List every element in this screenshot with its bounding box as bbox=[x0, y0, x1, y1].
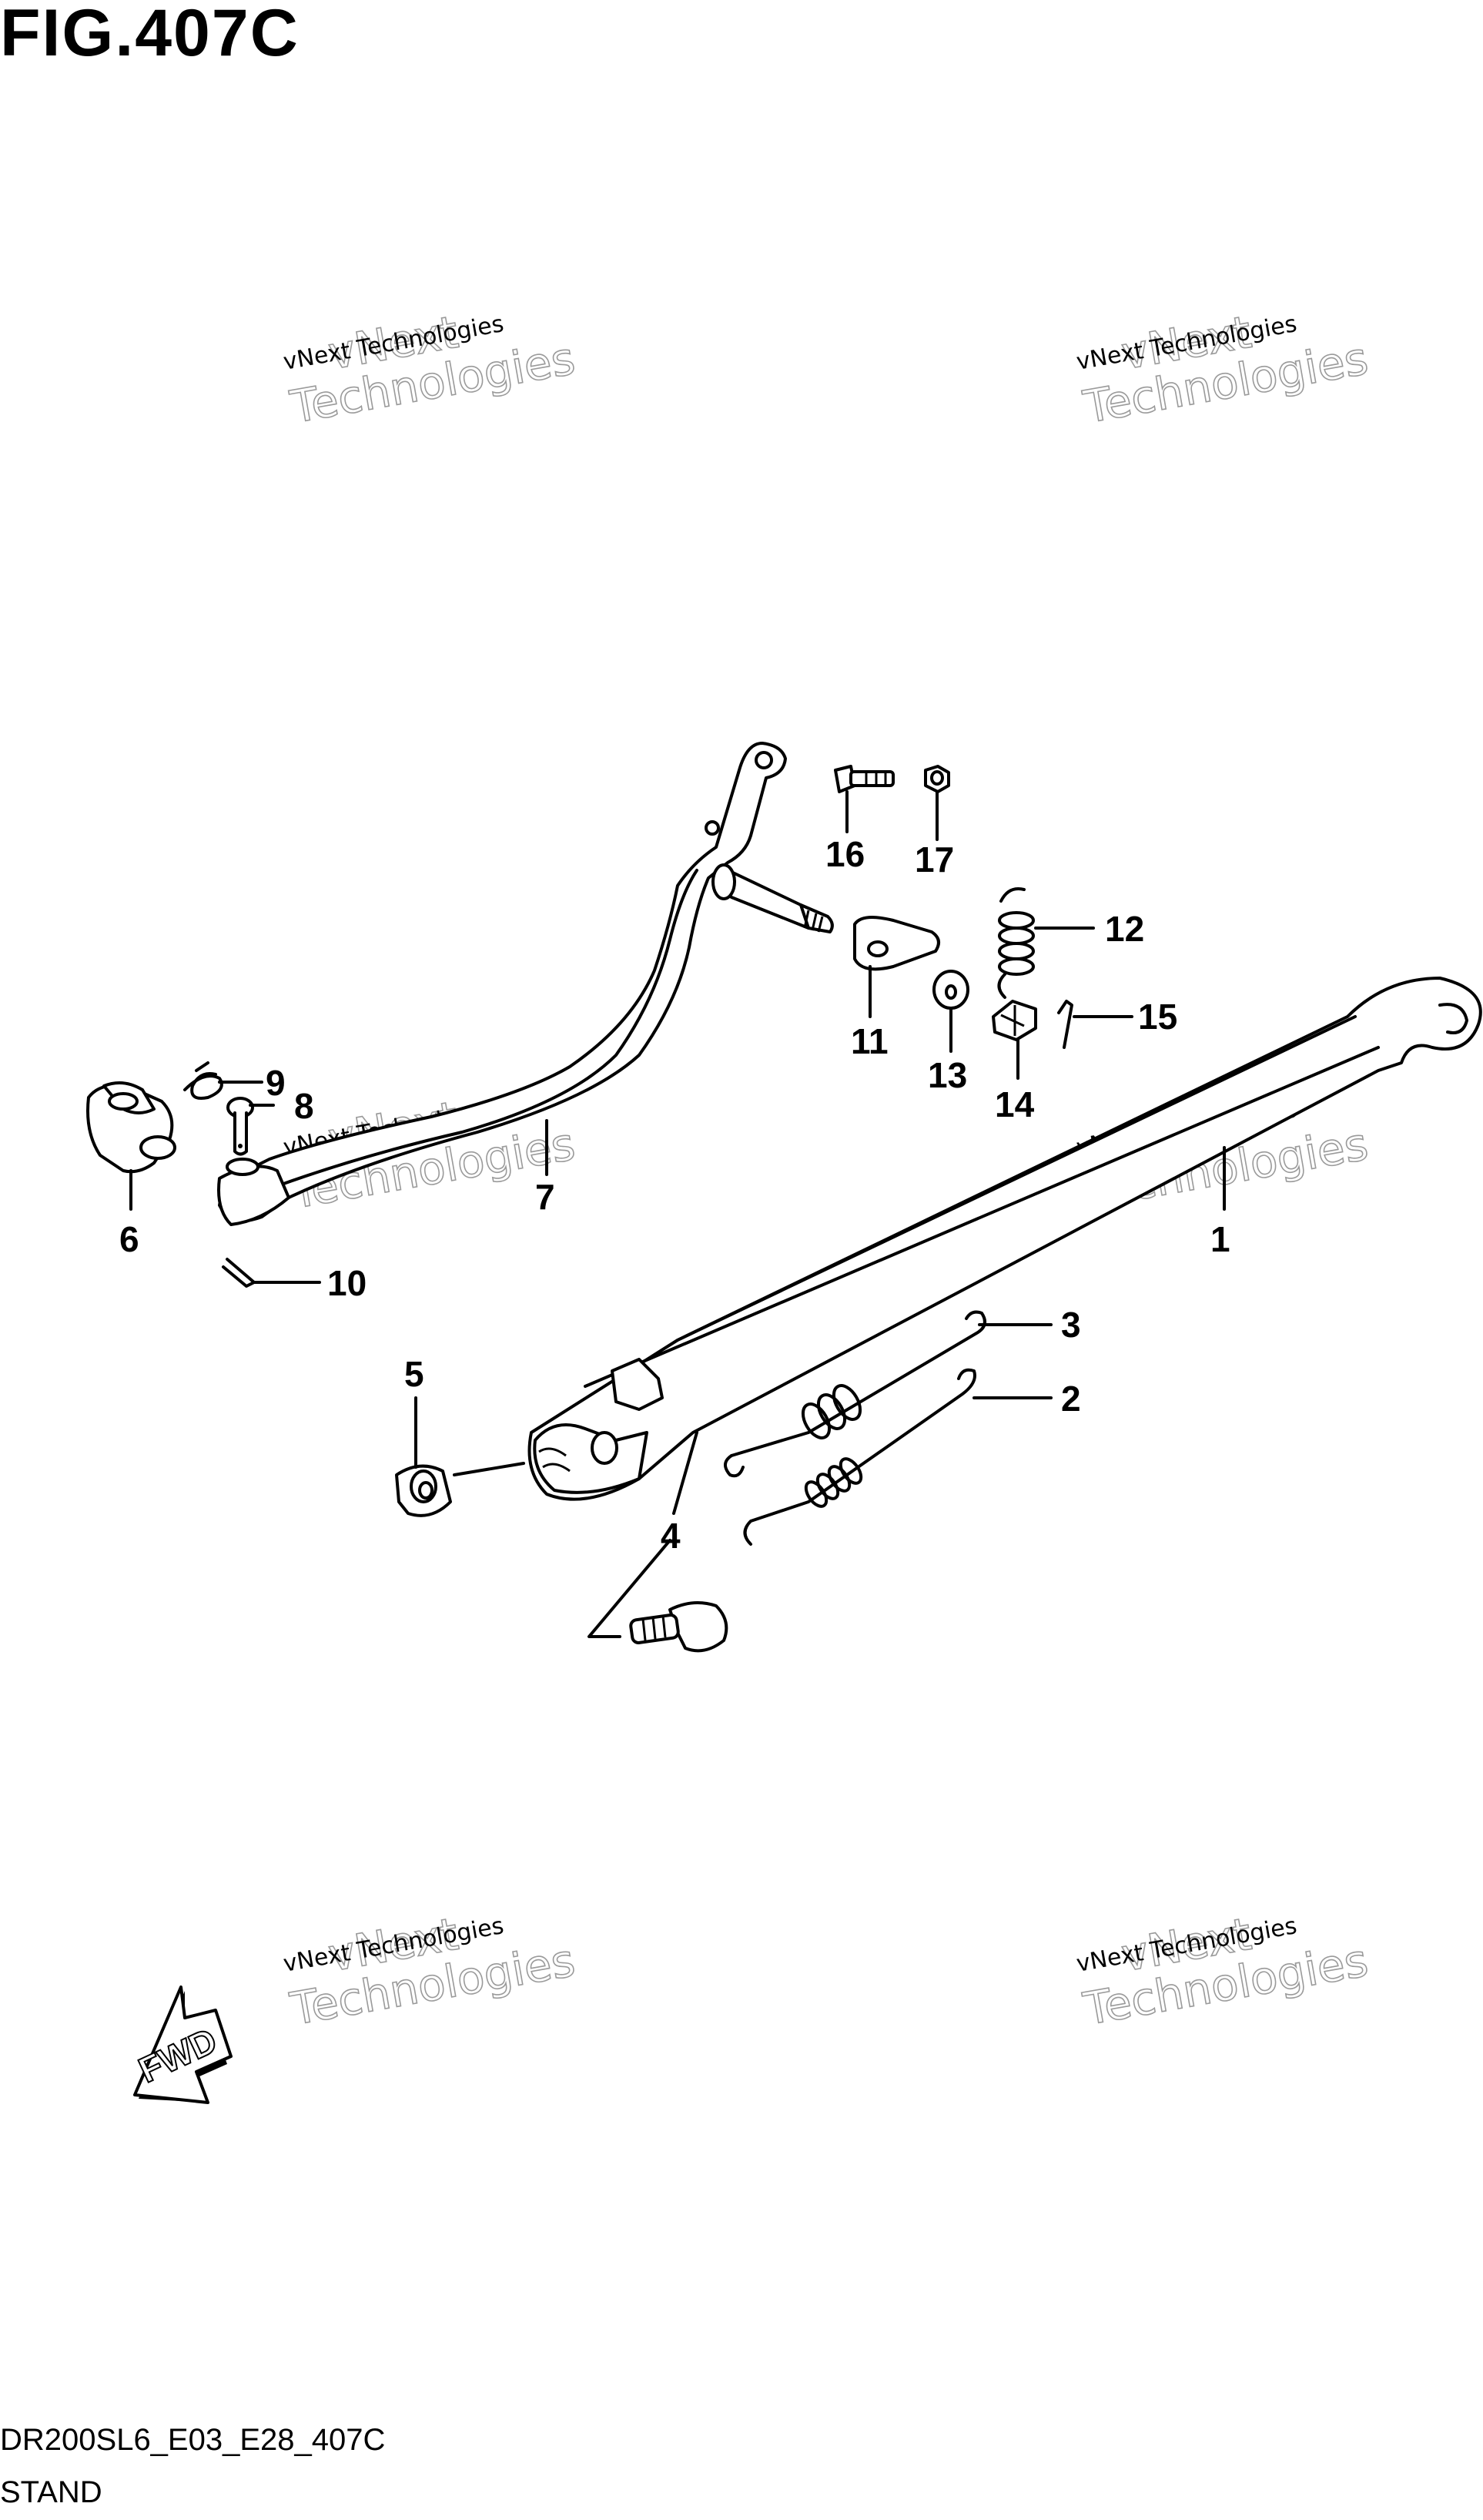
part-brake-pedal bbox=[217, 742, 834, 1226]
callout-9: 9 bbox=[266, 1063, 286, 1103]
part-spring-clip bbox=[183, 1061, 223, 1100]
callout-7: 7 bbox=[535, 1177, 555, 1217]
callout-16: 16 bbox=[825, 834, 865, 874]
part-clevis-pin bbox=[226, 1097, 254, 1156]
part-pedal-spring bbox=[997, 887, 1035, 999]
leader-lines bbox=[129, 790, 1226, 1638]
watermark-top-right: Technologies vNext vNext Technologies bbox=[1074, 305, 1372, 434]
callout-12: 12 bbox=[1105, 909, 1144, 949]
callout-2: 2 bbox=[1061, 1379, 1081, 1419]
callout-15: 15 bbox=[1138, 997, 1177, 1037]
callout-8: 8 bbox=[294, 1086, 314, 1126]
part-plate bbox=[853, 916, 940, 971]
part-side-stand bbox=[527, 977, 1482, 1501]
part-clevis bbox=[86, 1081, 176, 1174]
watermark-bottom-right: Technologies vNext vNext Technologies bbox=[1074, 1907, 1372, 2036]
figure-code: DR200SL6_E03_E28_407C bbox=[0, 2423, 386, 2457]
callout-14: 14 bbox=[995, 1084, 1035, 1124]
part-bolt bbox=[834, 765, 895, 793]
part-pivot-bolt bbox=[629, 1601, 728, 1653]
fwd-arrow-icon: FWD bbox=[132, 1986, 233, 2104]
callout-5: 5 bbox=[404, 1354, 424, 1394]
part-stand-spring-3 bbox=[724, 1310, 986, 1478]
figure-title: FIG.407C bbox=[0, 0, 300, 70]
callout-13: 13 bbox=[928, 1055, 967, 1095]
callout-17: 17 bbox=[915, 839, 954, 880]
callout-1: 1 bbox=[1210, 1219, 1230, 1259]
callout-3: 3 bbox=[1061, 1305, 1081, 1345]
part-collar bbox=[395, 1464, 452, 1517]
part-castle-nut bbox=[992, 1000, 1037, 1041]
watermark-bottom-left: Technologies vNext vNext Technologies bbox=[281, 1907, 579, 2036]
part-cotter-pin-15 bbox=[1057, 1000, 1073, 1049]
callout-10: 10 bbox=[327, 1263, 367, 1303]
callout-11: 11 bbox=[851, 1021, 889, 1061]
watermark-top-left: Technologies vNext vNext Technologies bbox=[281, 305, 579, 434]
part-washer bbox=[932, 970, 969, 1010]
callout-6: 6 bbox=[119, 1219, 139, 1259]
part-cotter-pin-10 bbox=[222, 1258, 256, 1288]
part-stand-spring-2 bbox=[743, 1368, 976, 1546]
part-nut bbox=[924, 765, 950, 793]
callout-4: 4 bbox=[661, 1516, 681, 1556]
figure-name: STAND bbox=[0, 2475, 102, 2509]
